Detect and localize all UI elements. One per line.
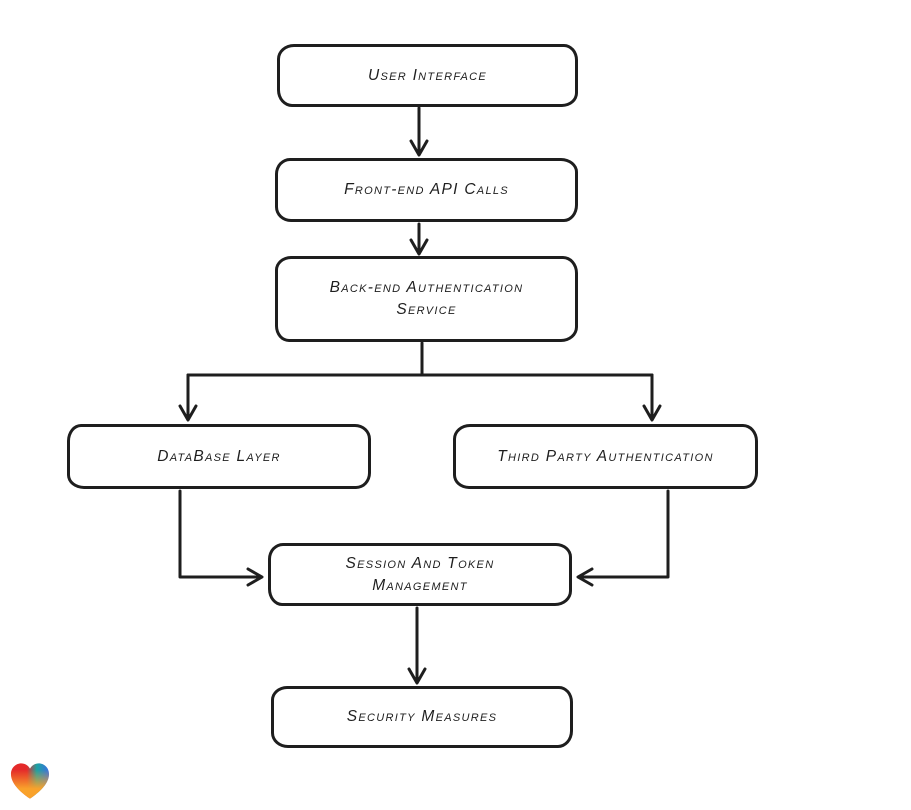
arrow-shaft [579, 489, 670, 579]
node-user-interface: User Interface [277, 44, 578, 107]
node-label: Back-end Authentication Service [329, 279, 524, 318]
arrow-ui-to-api [409, 106, 429, 157]
heart-icon [10, 763, 50, 799]
arrowhead-down-icon [407, 667, 427, 685]
node-third-party-authentication: Third Party Authentication [453, 424, 758, 489]
arrow-database-to-session [178, 489, 264, 587]
node-label: Security Measures [346, 708, 498, 725]
node-label: Front-end API Calls [344, 181, 509, 198]
node-database-layer: DataBase Layer [67, 424, 371, 489]
node-back-end-authentication-service: Back-end Authentication Service [275, 256, 578, 342]
node-session-and-token-management: Session And Token Management [268, 543, 572, 606]
arrow-session-to-security [407, 606, 427, 685]
node-security-measures: Security Measures [271, 686, 573, 748]
arrow-shaft [178, 489, 261, 579]
arrowhead-down-icon [178, 404, 198, 422]
node-front-end-api-calls: Front-end API Calls [275, 158, 578, 222]
arrowhead-down-icon [642, 404, 662, 422]
arrowhead-down-icon [409, 139, 429, 157]
arrow-api-to-backend [409, 222, 429, 256]
arrowhead-down-icon [409, 238, 429, 256]
node-label: User Interface [367, 66, 488, 84]
node-label: DataBase Layer [157, 447, 281, 465]
gradient-heart-logo[interactable] [9, 761, 51, 803]
arrow-thirdparty-to-session [576, 489, 670, 587]
node-label: Third Party Authentication [497, 447, 714, 465]
arrowhead-left-icon [576, 567, 594, 587]
arrow-backend-split [178, 341, 662, 422]
arrowhead-right-icon [246, 567, 264, 587]
node-label: Session And Token Management [345, 554, 495, 594]
